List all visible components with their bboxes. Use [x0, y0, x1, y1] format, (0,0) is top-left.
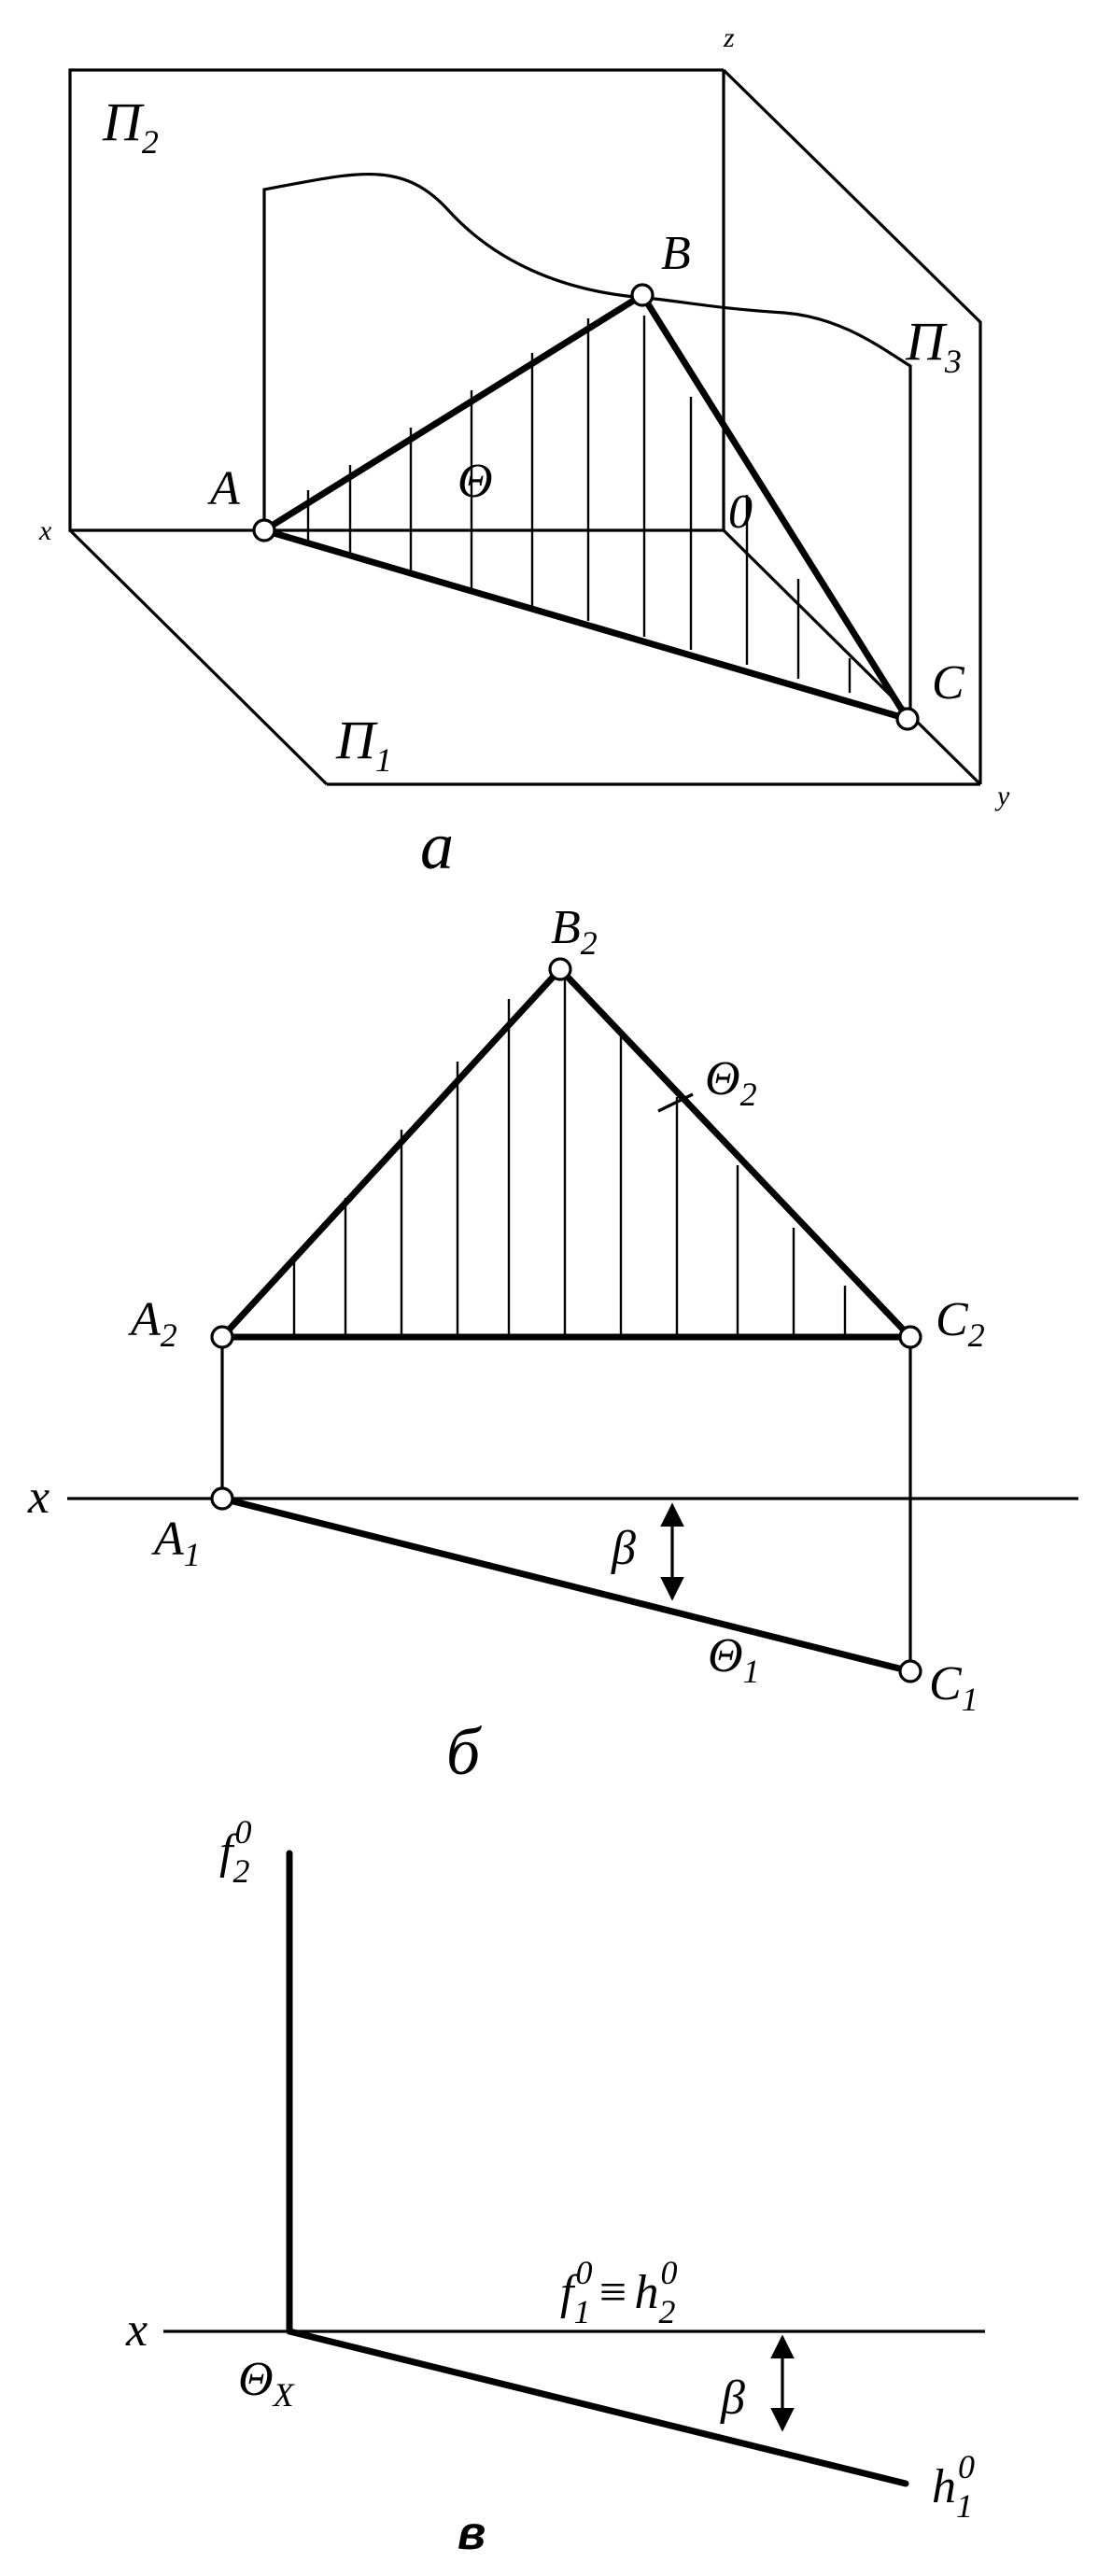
- point-c-label: C: [932, 656, 965, 710]
- point-b2-label: B2: [551, 901, 598, 962]
- point-a2-label: A2: [128, 1293, 177, 1354]
- caption-a: а: [420, 809, 454, 883]
- caption-v: в: [458, 2507, 486, 2559]
- point-c1-marker: [898, 1659, 922, 1683]
- point-b-marker: [630, 283, 655, 307]
- horizontal-projection-trace: [218, 1495, 914, 1675]
- point-a-marker: [252, 518, 276, 542]
- axis-x-label-a: x: [38, 515, 52, 546]
- projection-planes-frame: [68, 68, 982, 786]
- wavy-trace-outline: [262, 173, 912, 710]
- theta2-label: Θ2: [705, 1052, 757, 1113]
- point-a1-marker: [210, 1486, 234, 1511]
- point-b-label: B: [661, 227, 691, 280]
- theta2-leader: [657, 1092, 694, 1113]
- triangle-abc: [260, 291, 911, 723]
- point-c2-label: C2: [936, 1293, 985, 1354]
- theta1-label: Θ1: [708, 1629, 760, 1690]
- angle-beta-label-b: β: [611, 1522, 636, 1575]
- horizontal-trace-h1: [286, 2328, 909, 2487]
- frontal-projection-triangle: [218, 965, 914, 1341]
- point-c2-marker: [898, 1325, 922, 1349]
- axis-x-label-b: x: [27, 1471, 49, 1524]
- frontal-projection-hatching: [292, 971, 847, 1337]
- point-a-label: A: [207, 462, 240, 515]
- point-c1-label: C1: [929, 1657, 978, 1718]
- plane-theta-label: Θ: [458, 455, 493, 508]
- caption-b: б: [446, 1714, 483, 1789]
- point-c-marker: [895, 707, 920, 731]
- axis-y-label: y: [994, 781, 1010, 811]
- point-a2-marker: [210, 1325, 234, 1349]
- triangle-hatching: [306, 316, 852, 693]
- figure-b: B2 Θ2 A2 C2 x A1 β Θ1 C1 б: [27, 901, 1078, 1789]
- plane-p3-label: П3: [905, 311, 962, 380]
- axis-z-label: z: [723, 22, 735, 53]
- angle-beta-label-v: β: [720, 2372, 745, 2425]
- origin-label: 0: [728, 486, 753, 539]
- plane-p2-label: П2: [102, 91, 159, 161]
- axis-x-label-v: x: [125, 2303, 148, 2357]
- figure-a: П2 П3 П1 z x y 0 A B C Θ а: [38, 22, 1010, 883]
- plane-p1-label: П1: [335, 710, 392, 779]
- theta-x-label: ΘX: [238, 2353, 296, 2414]
- point-a1-label: A1: [151, 1513, 201, 1573]
- point-b2-marker: [548, 957, 572, 981]
